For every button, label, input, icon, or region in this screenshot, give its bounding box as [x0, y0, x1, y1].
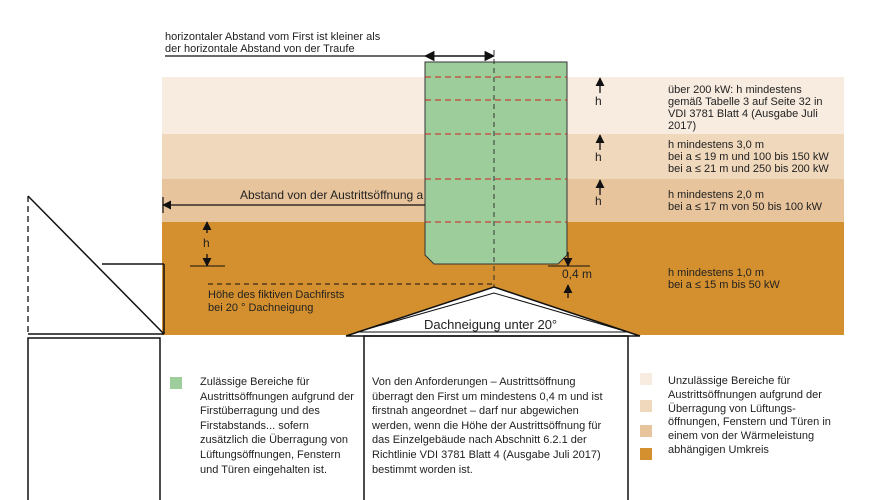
fictive-ridge-line-2: bei 20 ° Dachneigung [208, 302, 313, 314]
legend-middle-line: Richtlinie VDI 3781 Blatt 4 (Ausgabe Jul… [372, 448, 601, 461]
permissible-area [424, 61, 568, 265]
legend-green-line: Firstabstands... sofern [200, 419, 309, 432]
left-building [27, 195, 165, 500]
legend-green-line: Zulässige Bereiche für [200, 376, 310, 388]
legend-green-line: zusätzlich die Überragung von [200, 434, 348, 447]
fictive-ridge-line-1: Höhe des fiktiven Dachfirsts [208, 289, 345, 301]
distance-a-label: Abstand von der Austrittsöffnung a [240, 188, 424, 202]
legend-middle-line: überragt den First um mindestens 0,4 m u… [372, 390, 603, 403]
zone-50kw-text-line: bei a ≤ 15 m bis 50 kW [668, 279, 780, 291]
height-lines [425, 76, 567, 223]
legend-green-line: Austrittsöffnungen aufgrund der [200, 390, 354, 403]
h-label-3: h [595, 194, 602, 208]
zone-150kw-text-line: h mindestens 3,0 m [668, 139, 764, 151]
legend-right-text: Unzulässige Bereiche für Austrittsöffnun… [668, 375, 831, 458]
zone-200kw-text-line: 2017) [668, 120, 696, 132]
zone-100kw-text-line: bei a ≤ 17 m von 50 bis 100 kW [668, 201, 823, 213]
legend-middle-text: Von den Anforderungen – Austrittsöffnung… [372, 375, 603, 477]
legend-middle-line: bestimmt worden ist. [372, 463, 473, 476]
legend-right-line: Überragung von Lüftungs- [668, 402, 796, 415]
zone-100kw-text-line: h mindestens 2,0 m [668, 189, 764, 201]
top-note-line-1: horizontaler Abstand vom First ist klein… [165, 31, 381, 43]
zone-200kw-text-line: VDI 3781 Blatt 4 (Ausgabe Juli [668, 108, 818, 120]
legend-right-line: öffnungen, Fenstern und Türen in [668, 416, 831, 429]
legend-right-line: Austrittsöffnungen aufgrund der [668, 388, 822, 401]
legend-middle-line: werden, wenn die Höhe der Austrittsöffnu… [372, 419, 602, 432]
legend-middle-line: das Einzelgebäude nach Abschnitt 6.2.1 d… [372, 434, 587, 447]
h-label-1: h [595, 94, 602, 108]
legend-middle-line: firstnah angeordnet – darf nur abgewiche… [372, 405, 579, 418]
zone-200kw-text-line: über 200 kW: h mindestens [668, 84, 802, 96]
legend-right-line: Unzulässige Bereiche für [668, 375, 791, 387]
h-arrow-left [190, 221, 225, 267]
offset-label: 0,4 m [562, 267, 592, 281]
legend-green-text: Zulässige Bereiche für Austrittsöffnunge… [200, 375, 354, 477]
legend-swatch-green [170, 377, 182, 389]
legend-right-line: abhängigen Umkreis [668, 443, 769, 456]
legend-green-line: und Türen eingehalten ist. [200, 463, 327, 476]
legend-right-line: einem von der Wärmeleistung [668, 430, 815, 443]
roof-label: Dachneigung unter 20° [424, 317, 557, 332]
zone-200kw-text-line: gemäß Tabelle 3 auf Seite 32 in [668, 96, 823, 108]
legend-swatch-150kw [640, 400, 652, 412]
zone-150kw-text-line: bei a ≤ 21 m und 250 bis 200 kW [668, 163, 829, 175]
legend-swatch-200kw [640, 373, 652, 385]
top-note-line-2: der horizontale Abstand von der Traufe [165, 43, 355, 55]
h-label-2: h [595, 150, 602, 164]
h-label-left: h [203, 236, 210, 250]
right-building [345, 286, 641, 500]
legend-green-line: Lüftungsöffnungen, Fenstern [200, 448, 341, 461]
zone-50kw-text-line: h mindestens 1,0 m [668, 267, 764, 279]
legend-green-line: Firstüberragung und des [200, 405, 320, 418]
legend-swatch-100kw [640, 425, 652, 437]
legend-middle-line: Von den Anforderungen – Austrittsöffnung [372, 376, 576, 388]
legend-swatch-50kw [640, 448, 652, 460]
zone-150kw-text-line: bei a ≤ 19 m und 100 bis 150 kW [668, 151, 829, 163]
